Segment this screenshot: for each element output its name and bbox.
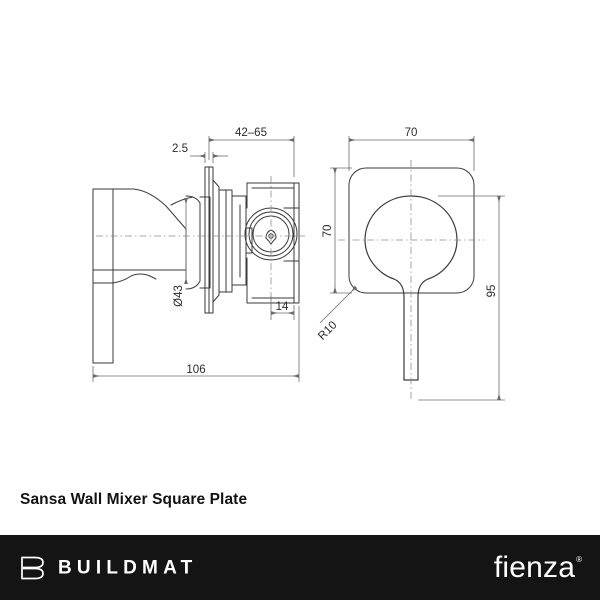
fienza-logo[interactable]: fienza ® bbox=[493, 550, 582, 584]
centrelines bbox=[96, 160, 484, 400]
dimension-label-body-diameter: Ø43 bbox=[173, 285, 185, 307]
buildmat-wordmark: BUILDMAT bbox=[58, 557, 198, 578]
dimension-label-valve-offset: 14 bbox=[276, 301, 289, 313]
technical-drawing-area: 42–65 2.5 Ø43 14 106 70 70 R10 95 bbox=[92, 127, 505, 401]
side-view-dimension-lines bbox=[92, 136, 300, 382]
caption-zone: Sansa Wall Mixer Square Plate bbox=[0, 470, 600, 535]
buildmat-logo[interactable]: BUILDMAT bbox=[20, 555, 197, 580]
dimension-label-depth-adjust: 42–65 bbox=[235, 127, 267, 139]
fienza-trademark-icon: ® bbox=[576, 554, 582, 564]
dimension-label-plate-width: 70 bbox=[405, 127, 418, 139]
brand-footer: BUILDMAT fienza ® bbox=[0, 535, 600, 600]
buildmat-b-mark-icon bbox=[21, 556, 44, 579]
dimension-label-overall-length: 106 bbox=[186, 364, 205, 376]
dimension-label-plate-thickness: 2.5 bbox=[172, 143, 188, 155]
dimension-label-plate-height: 70 bbox=[322, 225, 334, 238]
drawing-canvas: 42–65 2.5 Ø43 14 106 70 70 R10 95 bbox=[92, 127, 505, 401]
dimension-label-overall-height: 95 bbox=[486, 285, 498, 298]
side-view-geometry bbox=[92, 166, 300, 364]
front-view-dimension-lines bbox=[319, 136, 505, 401]
product-title: Sansa Wall Mixer Square Plate bbox=[20, 491, 248, 508]
dimension-label-corner-radius: R10 bbox=[316, 319, 339, 342]
fienza-wordmark: fienza bbox=[493, 550, 576, 584]
front-view-geometry bbox=[348, 167, 475, 381]
